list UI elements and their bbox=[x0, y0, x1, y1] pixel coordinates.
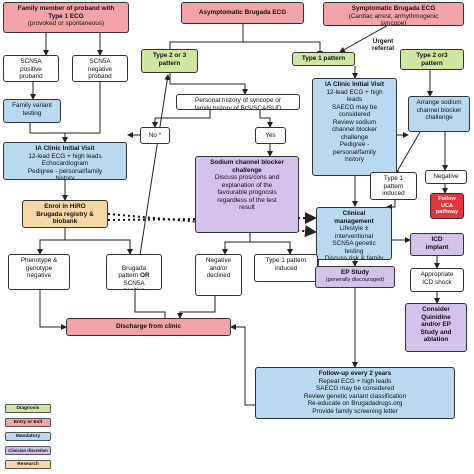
type23-left-box: Type 2 or 3 pattern bbox=[141, 49, 198, 73]
arrange-sodium-box: Arrange sodium channel blocker challenge bbox=[408, 96, 470, 132]
sodium-challenge-title: Sodium channel blocker challenge bbox=[210, 159, 284, 174]
type23-right-title: Type 2 or3 pattern bbox=[416, 52, 448, 67]
yes-text: Yes bbox=[265, 132, 276, 139]
no-text: No * bbox=[148, 132, 162, 139]
followup-title: Follow-up every 2 years bbox=[318, 370, 392, 377]
ia-clinic-right-body: 12-lead ECG + high leads SAECG may be co… bbox=[326, 88, 383, 164]
scn5a-positive-text: SCN5A positive proband bbox=[19, 58, 43, 81]
type1-induced-right-text: Type 1 pattern induced bbox=[382, 175, 405, 198]
ia-clinic-left-title: IA Clinic Initial Visit bbox=[35, 145, 95, 152]
legend-diagnosis: Diagnosis bbox=[5, 404, 51, 413]
scn5a-negative-box: SCN5A negative proband bbox=[72, 55, 128, 82]
follow-uca-box: Follow UCA pathway bbox=[430, 193, 464, 219]
appropriate-icd-box: Appropriate ICD shock bbox=[410, 268, 464, 292]
ia-clinic-left-box: IA Clinic Initial Visit 12-lead ECG + hi… bbox=[3, 142, 127, 180]
family-member-box: Family member of proband with Type 1 ECG… bbox=[3, 2, 129, 33]
discharge-title: Discharge from clinic bbox=[116, 323, 181, 330]
brugada-or-scn5a-box: Brugada pattern OR SCN5A positive bbox=[106, 254, 162, 290]
type1-pattern-box: Type 1 pattern bbox=[292, 52, 355, 66]
phenotype-negative-text: Phenotype & genotype negative bbox=[20, 257, 58, 280]
personal-history-text: Personal history of syncope or family hi… bbox=[194, 97, 282, 110]
phenotype-negative-box: Phenotype & genotype negative bbox=[8, 254, 70, 290]
legend-entry-exit: Entry or Exit bbox=[5, 418, 51, 427]
brugada-or-pre: Brugada pattern bbox=[118, 264, 147, 280]
enrol-hiro-title: Enrol in HiRO Brugada registry & biobank bbox=[36, 203, 94, 226]
consider-quinidine-box: Consider Quinidine and/or EP Study and a… bbox=[405, 303, 467, 352]
ia-clinic-right-box: IA Clinic Initial Visit 12-lead ECG + hi… bbox=[312, 78, 397, 176]
negative-declined-text: Negative and/or declined bbox=[205, 257, 232, 280]
clinical-mgmt-title: Clinical management bbox=[334, 210, 374, 225]
ia-clinic-left-body: 12-lead ECG + high leads Echocardiogram … bbox=[27, 152, 103, 180]
symptomatic-body: (Cardiac arrest, arrhythmogenic syncope) bbox=[348, 12, 439, 26]
scn5a-negative-text: SCN5A negative proband bbox=[87, 58, 113, 81]
negative-right-box: Negative bbox=[425, 170, 467, 184]
urgent-referral-label: Urgent referral bbox=[371, 38, 395, 52]
personal-history-box: Personal history of syncope or family hi… bbox=[176, 94, 300, 110]
icd-implant-title: ICD implant bbox=[425, 236, 449, 251]
asymptomatic-title: Asymptomatic Brugada ECG bbox=[198, 9, 287, 16]
follow-uca-text: Follow UCA pathway bbox=[435, 196, 459, 216]
ia-clinic-right-title: IA Clinic Initial Visit bbox=[325, 81, 384, 88]
family-variant-box: Family variant testing bbox=[3, 99, 61, 123]
consider-quinidine-title: Consider Quinidine and/or EP Study and a… bbox=[420, 306, 452, 344]
appropriate-icd-text: Appropriate ICD shock bbox=[420, 271, 454, 286]
legend-clinician-discretion: Clinician discretion bbox=[5, 446, 51, 455]
followup-box: Follow-up every 2 years Repeat ECG + hig… bbox=[255, 367, 455, 419]
arrange-sodium-text: Arrange sodium channel blocker challenge bbox=[416, 99, 462, 122]
type1-induced-right-box: Type 1 pattern induced bbox=[370, 172, 417, 200]
negative-declined-box: Negative and/or declined bbox=[195, 254, 242, 296]
icd-implant-box: ICD implant bbox=[410, 233, 464, 256]
legend-mandatory: Mandatory bbox=[5, 432, 51, 441]
family-member-sub: (provoked or spontaneous) bbox=[27, 20, 105, 28]
symptomatic-title: Symptomatic Brugada ECG bbox=[351, 5, 436, 12]
brugada-or-bold: OR bbox=[140, 272, 150, 280]
ep-study-box: EP Study (generally discouraged) bbox=[315, 266, 395, 288]
enrol-hiro-box: Enrol in HiRO Brugada registry & biobank bbox=[22, 200, 108, 228]
asymptomatic-box: Asymptomatic Brugada ECG bbox=[181, 2, 304, 24]
sodium-challenge-box: Sodium channel blocker challenge Discuss… bbox=[195, 156, 299, 233]
followup-body: Repeat ECG + high leads SAECG may be con… bbox=[303, 377, 407, 415]
clinical-mgmt-box: Clinical management Lifestyle ± interven… bbox=[316, 207, 392, 260]
no-box: No * bbox=[140, 127, 170, 144]
ep-study-sub: (generally discouraged) bbox=[325, 276, 385, 283]
family-variant-text: Family variant testing bbox=[12, 102, 52, 117]
clinical-mgmt-body: Lifestyle ± interventional SCN5A genetic… bbox=[324, 225, 384, 260]
scn5a-positive-box: SCN5A positive proband bbox=[3, 55, 59, 82]
symptomatic-box: Symptomatic Brugada ECG (Cardiac arrest,… bbox=[323, 2, 464, 26]
legend-research: Research bbox=[5, 460, 51, 469]
type23-right-box: Type 2 or3 pattern bbox=[400, 49, 464, 70]
discharge-box: Discharge from clinic bbox=[66, 318, 231, 336]
type23-left-title: Type 2 or 3 pattern bbox=[152, 52, 187, 67]
family-member-title: Family member of proband with Type 1 ECG bbox=[17, 5, 115, 20]
yes-box: Yes bbox=[255, 127, 286, 144]
negative-right-text: Negative bbox=[433, 173, 459, 180]
type1-induced-mid-box: Type 1 pattern induced bbox=[254, 254, 318, 282]
brugada-or-post: SCN5A positive bbox=[123, 279, 145, 289]
ep-study-title: EP Study bbox=[341, 269, 369, 276]
sodium-challenge-body: Discuss pros/cons and explanation of the… bbox=[214, 174, 280, 212]
type1-induced-mid-text: Type 1 pattern induced bbox=[265, 257, 307, 272]
type1-pattern-title: Type 1 pattern bbox=[301, 55, 346, 62]
